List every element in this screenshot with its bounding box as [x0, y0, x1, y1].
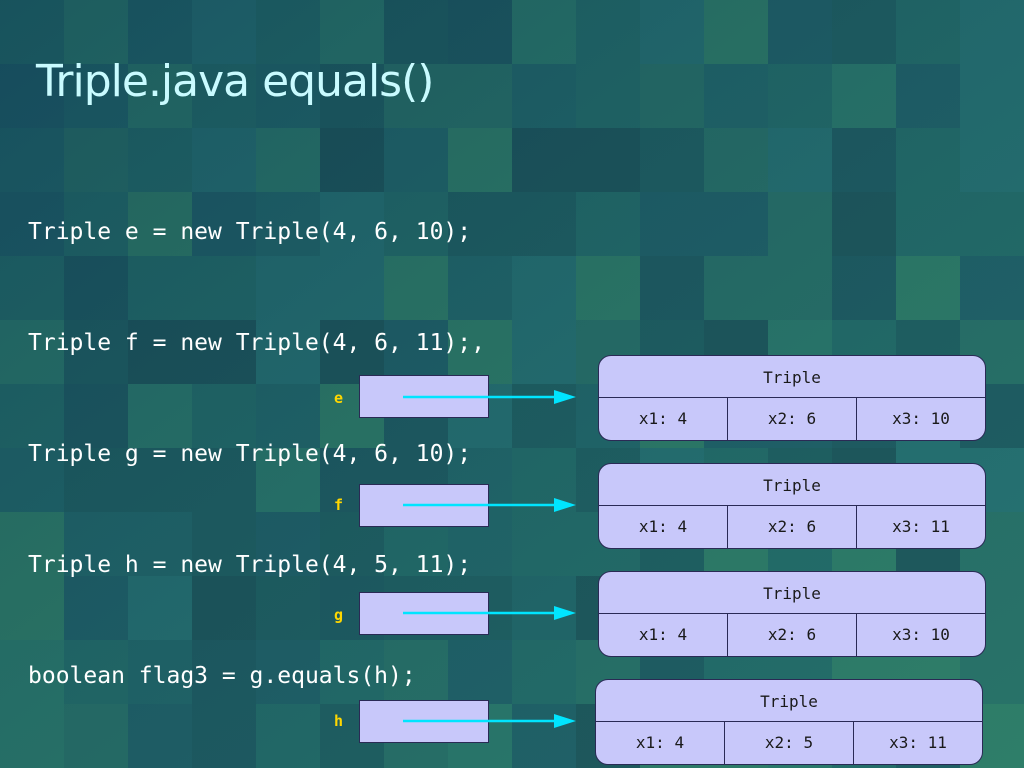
triple-object-h: Triple x1: 4 x2: 5 x3: 11: [595, 679, 983, 765]
ref-arrow-g: [403, 606, 576, 620]
object-class-name: Triple: [599, 464, 985, 506]
object-class-name: Triple: [599, 356, 985, 398]
code-line: Triple e = new Triple(4, 6, 10);: [28, 219, 472, 245]
ref-label-e: e: [334, 389, 344, 407]
code-line: Triple h = new Triple(4, 5, 11);: [28, 552, 472, 578]
ref-label-h: h: [334, 712, 344, 730]
field-x1: x1: 4: [599, 506, 728, 548]
code-block: Triple e = new Triple(4, 6, 10); Triple …: [28, 140, 485, 768]
object-class-name: Triple: [596, 680, 982, 722]
code-line: Triple f = new Triple(4, 6, 11);,: [28, 330, 485, 356]
ref-arrow-f: [403, 498, 576, 512]
triple-object-g: Triple x1: 4 x2: 6 x3: 10: [598, 571, 986, 657]
code-line: boolean flag3 = g.equals(h);: [28, 663, 416, 689]
field-x2: x2: 6: [728, 614, 857, 656]
object-class-name: Triple: [599, 572, 985, 614]
field-x2: x2: 6: [728, 506, 857, 548]
ref-arrow-e: [403, 390, 576, 404]
object-fields: x1: 4 x2: 6 x3: 10: [599, 398, 985, 440]
object-fields: x1: 4 x2: 5 x3: 11: [596, 722, 982, 764]
code-line: Triple g = new Triple(4, 6, 10);: [28, 441, 472, 467]
field-x2: x2: 5: [725, 722, 854, 764]
field-x3: x3: 11: [889, 733, 947, 752]
triple-object-f: Triple x1: 4 x2: 6 x3: 11: [598, 463, 986, 549]
field-x3: x3: 10: [892, 625, 950, 644]
field-x2: x2: 6: [728, 398, 857, 440]
slide-title: Triple.java equals(): [36, 56, 434, 107]
ref-arrow-h: [403, 714, 576, 728]
ref-label-f: f: [334, 496, 344, 514]
field-x1: x1: 4: [599, 398, 728, 440]
field-x3: x3: 11: [892, 517, 950, 536]
ref-label-g: g: [334, 606, 344, 624]
object-fields: x1: 4 x2: 6 x3: 11: [599, 506, 985, 548]
field-x3: x3: 10: [892, 409, 950, 428]
field-x1: x1: 4: [599, 614, 728, 656]
field-x1: x1: 4: [596, 722, 725, 764]
object-fields: x1: 4 x2: 6 x3: 10: [599, 614, 985, 656]
triple-object-e: Triple x1: 4 x2: 6 x3: 10: [598, 355, 986, 441]
